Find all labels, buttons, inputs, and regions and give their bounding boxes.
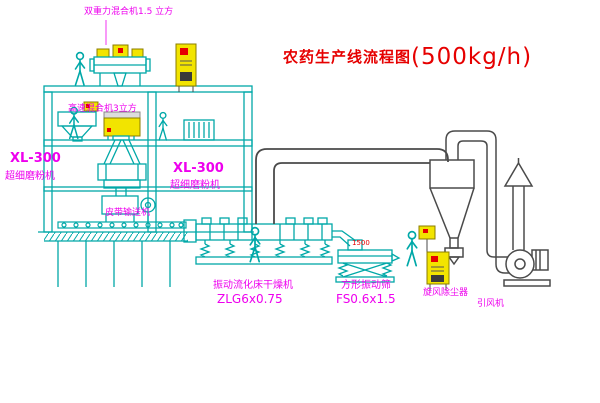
label-high-speed-mixer: 高速混合机3立方 [68,104,137,114]
label-screen-name: 方形振动筛 [341,280,391,291]
mixer-feeder-machine [103,111,141,140]
building-structure [38,85,254,287]
high-speed-mixer-machine [57,101,99,142]
diagram-title: 农药生产线流程图 (500kg/h) [283,44,532,70]
label-fan: 引风机 [477,299,505,309]
center-mill-machine [97,163,147,196]
worker-figure-roof [74,51,86,86]
label-gravity-mixer: 双重力混合机1.5 立方 [84,7,174,17]
label-screen-model: FS0.6x1.5 [336,292,396,306]
roof-control-cabinet [175,43,197,92]
cyclone-separator [429,159,475,266]
title-capacity: (500kg/h) [411,44,533,70]
heater-unit [183,119,215,141]
fluid-bed-dryer [195,217,357,265]
label-dryer-name: 振动流化床干燥机 [213,280,293,291]
lower-mill-machine [101,195,156,222]
label-cyclone: 旋风除尘器 [423,288,469,298]
belt-conveyor [57,221,187,229]
label-mill-left-model: XL-300 [10,151,61,166]
worker-figure-screen [406,230,418,267]
field-control-cabinet [426,251,450,290]
label-belt-conveyor: 皮带输送机 [105,208,151,218]
gravity-mixer-machine [89,20,151,87]
title-text: 农药生产线流程图 [283,48,412,66]
label-mill-center-model: XL-300 [173,161,224,176]
label-screen-dim: 1500 [352,239,370,247]
field-control-box [418,225,436,252]
worker-figure-level2-right [158,111,168,141]
induced-draft-fan [503,249,551,287]
cyclone-outlet-duct [445,130,512,274]
exhaust-stack [503,158,534,250]
y-branch-pipe [103,135,141,165]
vibrating-screen [335,239,401,283]
exhaust-duct [255,148,449,224]
label-mill-left-name: 超细磨粉机 [5,171,55,182]
label-dryer-model: ZLG6x0.75 [217,292,283,306]
label-mill-center-name: 超细磨粉机 [170,180,220,191]
